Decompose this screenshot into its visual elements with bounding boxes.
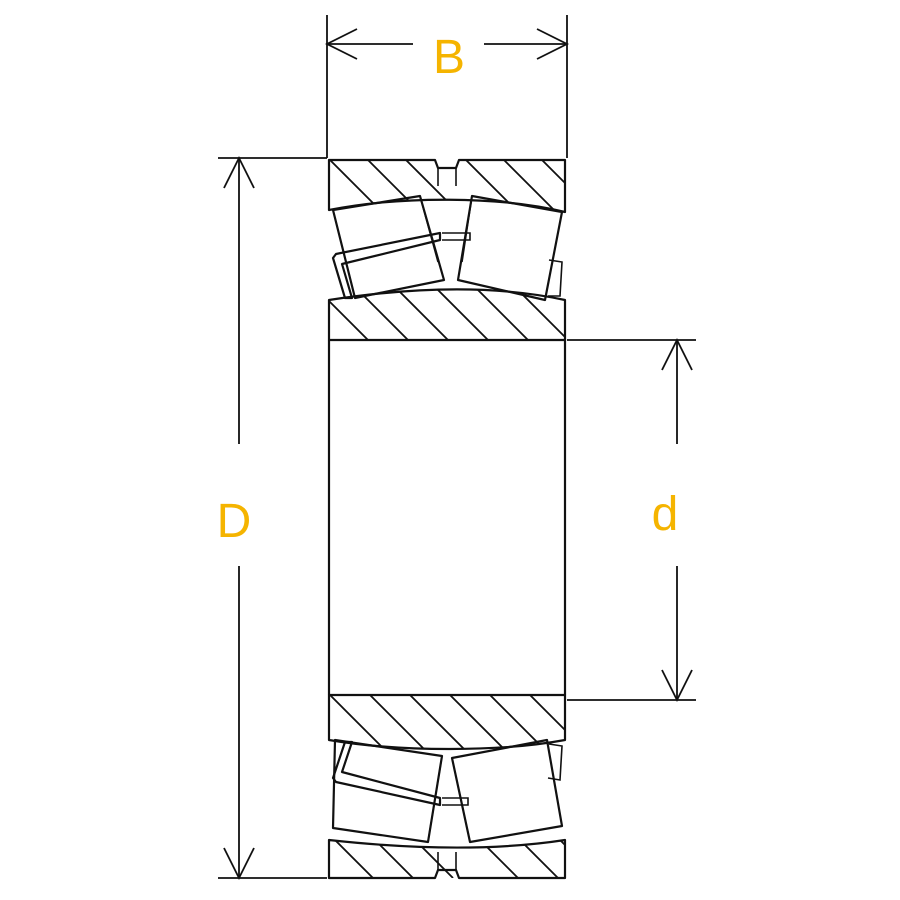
roller-left-bottom: [331, 738, 444, 844]
dimension-label-B: B: [432, 31, 466, 84]
roller-right-top: [456, 194, 564, 302]
roller-left-top: [331, 194, 446, 300]
dimension-d: [567, 337, 696, 703]
bore-outline: [327, 340, 567, 695]
cage-top: [331, 231, 442, 300]
top-section: [327, 158, 567, 342]
dimension-label-D: D: [216, 495, 252, 548]
cage-bottom: [331, 740, 442, 807]
outer-ring-bottom: [327, 838, 567, 880]
roller-right-bottom: [450, 738, 564, 844]
dimension-D: [218, 155, 327, 881]
bottom-section: [327, 693, 567, 880]
dimension-label-d: d: [651, 488, 679, 541]
dimension-B: [324, 15, 570, 158]
